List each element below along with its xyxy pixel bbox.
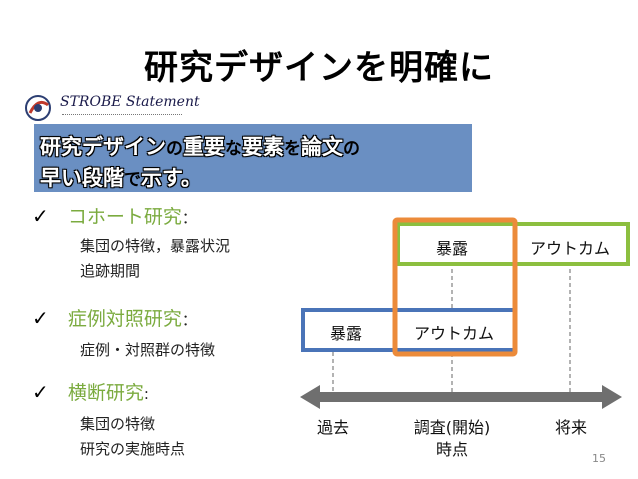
key-message-banner bbox=[34, 124, 472, 192]
banner-text-run: 示す。 bbox=[141, 166, 202, 190]
section-cross-sectional: ✓ 横断研究: 集団の特徴 研究の実施時点 bbox=[32, 378, 312, 459]
check-icon: ✓ bbox=[32, 306, 49, 330]
strobe-logo-text: STROBE Statement bbox=[60, 94, 200, 110]
strobe-logo: STROBE Statement bbox=[20, 93, 230, 125]
section-title: 横断研究 bbox=[67, 382, 144, 404]
section-line: 追跡期間 bbox=[80, 262, 141, 280]
section-line: 集団の特徴，暴露状況 bbox=[80, 237, 231, 255]
banner-text-run: の bbox=[166, 139, 183, 159]
strobe-logo-icon bbox=[25, 95, 51, 121]
section-suffix: ： bbox=[181, 209, 197, 227]
timeline-future-label: 将来 bbox=[554, 418, 587, 437]
cohort-outcome-label: アウトカム bbox=[529, 239, 610, 258]
timeline-past-label: 過去 bbox=[316, 418, 349, 437]
section-line: 集団の特徴 bbox=[80, 415, 156, 433]
timeline-survey-label-2: 時点 bbox=[435, 440, 468, 459]
strobe-logo-rule bbox=[62, 114, 182, 115]
banner-text-run: 研究デザイン bbox=[40, 135, 166, 159]
timeline-survey-label: 調査(開始) bbox=[413, 418, 491, 437]
banner-line-2: 早い段階で示す。 bbox=[40, 162, 202, 192]
section-suffix: : bbox=[143, 385, 149, 403]
case-control-outcome-label: アウトカム bbox=[413, 324, 494, 343]
banner-text-run: で bbox=[124, 170, 141, 190]
case-control-exposure-label: 暴露 bbox=[329, 324, 362, 343]
banner-text-run: 要素 bbox=[242, 135, 284, 159]
cohort-exposure-label: 暴露 bbox=[435, 239, 468, 258]
section-line: 研究の実施時点 bbox=[80, 440, 186, 458]
check-icon: ✓ bbox=[32, 380, 49, 404]
banner-text-run: 論文 bbox=[301, 135, 343, 159]
banner-text-run: の bbox=[343, 139, 360, 159]
timeline-arrow bbox=[300, 385, 622, 409]
section-cohort: ✓ コホート研究： 集団の特徴，暴露状況 追跡期間 bbox=[32, 202, 312, 281]
banner-text-run: 早い段階 bbox=[40, 166, 124, 190]
banner-text-run: 重要 bbox=[183, 135, 225, 159]
slide-title: 研究デザインを明確に bbox=[144, 48, 494, 88]
banner-line-1: 研究デザインの重要な要素を論文の bbox=[40, 131, 360, 161]
section-title: コホート研究 bbox=[67, 206, 182, 228]
cross-sectional-box bbox=[392, 217, 518, 357]
section-line: 症例・対照群の特徴 bbox=[80, 341, 216, 359]
banner-text-run: な bbox=[225, 139, 242, 159]
banner-text-run: を bbox=[284, 139, 301, 159]
section-title: 症例対照研究 bbox=[67, 308, 182, 330]
section-case-control: ✓ 症例対照研究： 症例・対照群の特徴 bbox=[32, 304, 312, 360]
page-number: 15 bbox=[592, 452, 606, 465]
check-icon: ✓ bbox=[32, 204, 49, 228]
section-suffix: ： bbox=[181, 311, 197, 329]
